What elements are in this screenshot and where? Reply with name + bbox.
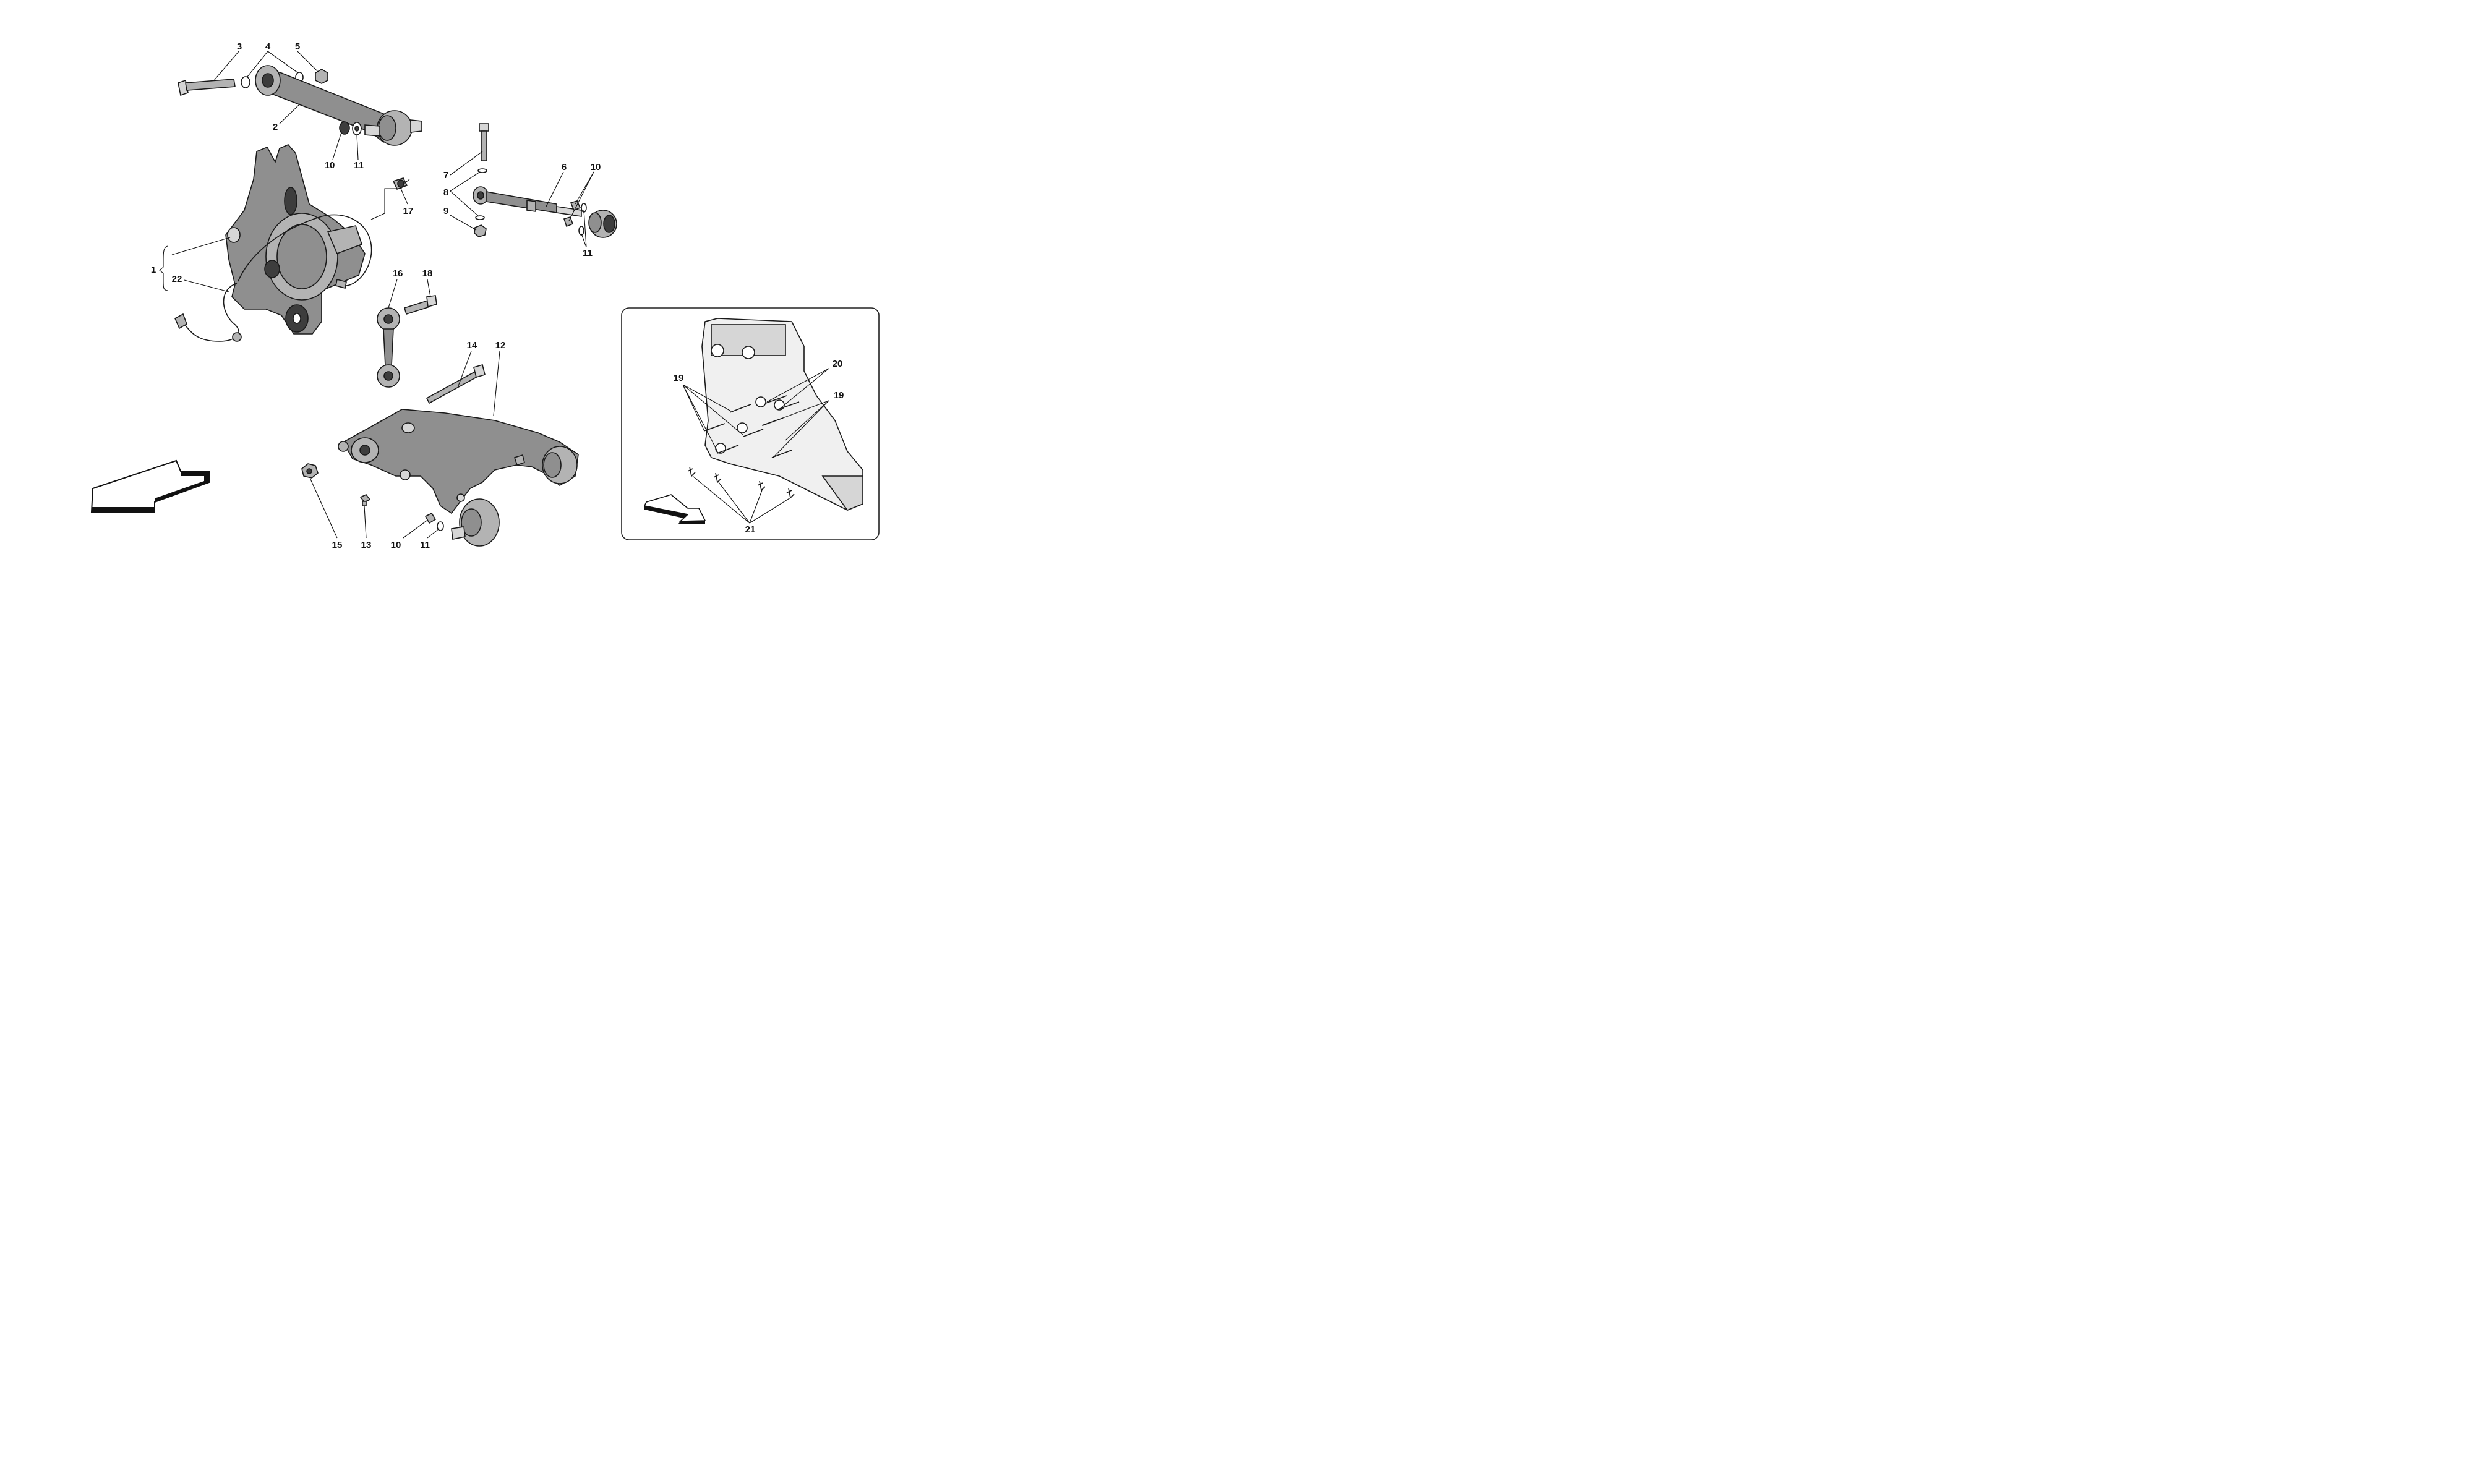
callout-22: 22: [172, 274, 182, 284]
part-washer-4[interactable]: [241, 72, 304, 88]
part-hub-carrier-1[interactable]: [225, 144, 366, 335]
inset-direction-arrow-icon: [643, 494, 706, 524]
callout-labels: 3 4 5 2 10 11 7 6 10 8 17 9 11 1 16 18 2…: [151, 41, 844, 550]
part-nut-15[interactable]: [301, 463, 319, 479]
callout-10-lower: 10: [391, 540, 401, 550]
callout-11-upper: 11: [354, 160, 364, 171]
part-nut-10-upper[interactable]: [339, 121, 350, 135]
callout-21: 21: [745, 524, 756, 535]
part-nut-10-lower[interactable]: [424, 512, 437, 524]
part-bolt-3[interactable]: [178, 79, 236, 96]
part-washer-11-lower[interactable]: [437, 521, 444, 531]
callout-6: 6: [562, 162, 567, 173]
part-nut-9[interactable]: [474, 224, 487, 237]
callout-7: 7: [443, 170, 448, 181]
part-lower-arm-12[interactable]: [338, 409, 579, 547]
part-tie-rod-6[interactable]: [473, 186, 617, 238]
callout-15: 15: [332, 540, 343, 550]
callout-20: 20: [833, 359, 843, 369]
part-nut-10-tierod[interactable]: [563, 200, 581, 228]
callout-17: 17: [403, 206, 414, 216]
callout-1: 1: [151, 265, 156, 275]
part-bolt-14[interactable]: [426, 364, 486, 404]
leader-lines: [159, 50, 829, 539]
callout-11-tierod: 11: [583, 248, 593, 258]
inset-subframe: [701, 318, 863, 511]
callout-10-upper: 10: [325, 160, 335, 171]
callout-8: 8: [443, 187, 448, 198]
callout-9: 9: [443, 206, 448, 216]
inset-bolts-19[interactable]: [703, 404, 792, 458]
callout-11-lower: 11: [420, 540, 430, 550]
part-bushing-17[interactable]: [392, 177, 408, 190]
callout-10-tierod: 10: [591, 162, 601, 173]
callout-12: 12: [495, 340, 506, 351]
callout-16: 16: [393, 268, 403, 279]
callout-19-right: 19: [834, 390, 844, 401]
part-link-16[interactable]: [377, 307, 400, 388]
part-sensor-cable-22[interactable]: [174, 214, 372, 342]
part-screw-13[interactable]: [359, 494, 371, 506]
exploded-parts-diagram: 3 4 5 2 10 11 7 6 10 8 17 9 11 1 16 18 2…: [90, 41, 880, 550]
part-nut-5[interactable]: [315, 69, 328, 84]
part-bolt-7[interactable]: [479, 123, 489, 161]
callout-18: 18: [422, 268, 433, 279]
part-washer-8[interactable]: [475, 168, 487, 220]
inset-detail-panel: [621, 307, 880, 540]
part-bolt-18[interactable]: [404, 295, 437, 315]
inset-studs-20[interactable]: [765, 395, 800, 410]
direction-arrow-icon: [90, 459, 210, 513]
part-washer-11-upper[interactable]: [352, 122, 362, 135]
callout-14: 14: [467, 340, 477, 351]
callout-3: 3: [237, 41, 242, 52]
callout-4: 4: [265, 41, 271, 52]
part-upper-arm-2[interactable]: [255, 65, 422, 146]
callout-5: 5: [295, 41, 300, 52]
inset-clips-21[interactable]: [687, 466, 795, 499]
callout-2: 2: [273, 122, 278, 132]
callout-19-left: 19: [674, 373, 684, 383]
callout-13: 13: [361, 540, 372, 550]
